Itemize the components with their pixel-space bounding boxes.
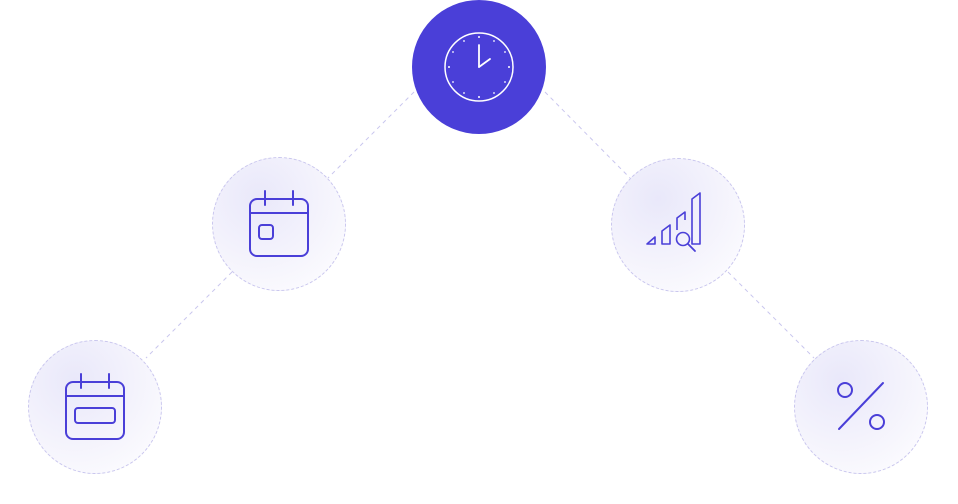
connector-signal-percent — [727, 271, 815, 359]
signal-node — [611, 158, 745, 292]
connector-calendar-event — [145, 271, 233, 359]
calendar-icon — [249, 190, 309, 257]
connector-clock-calendar — [327, 91, 415, 179]
percent-icon — [837, 382, 885, 430]
calendar-node — [212, 157, 346, 291]
signal-search-icon — [646, 192, 701, 252]
calendar-event-node — [28, 340, 162, 474]
percent-node — [794, 340, 928, 474]
clock-icon — [444, 32, 514, 102]
calendar-event-icon — [65, 373, 125, 440]
connector-clock-signal — [544, 91, 631, 179]
clock-node — [412, 0, 546, 134]
